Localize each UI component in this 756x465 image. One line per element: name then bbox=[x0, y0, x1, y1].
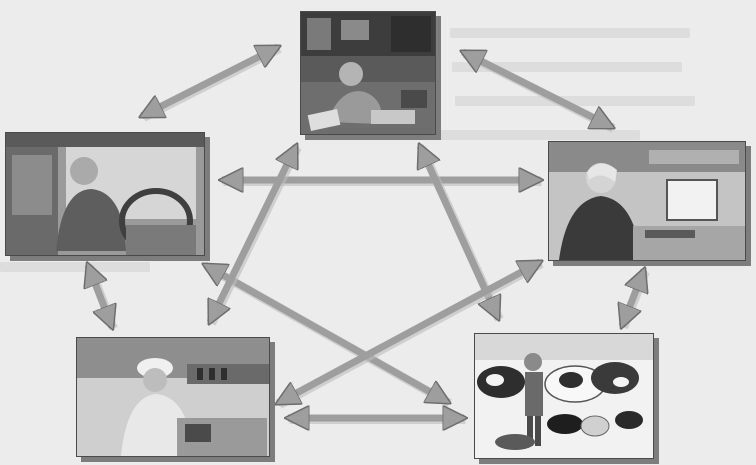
photo-lab-technician bbox=[76, 337, 270, 457]
farmer-with-cows-photo bbox=[475, 334, 653, 458]
truck-driver-photo bbox=[6, 133, 204, 255]
arrow-phone-operator-lab-technician bbox=[278, 258, 540, 407]
person-at-desk-photo bbox=[301, 12, 435, 134]
photo-office-worker bbox=[300, 11, 436, 135]
operator-at-computer-photo bbox=[549, 142, 745, 260]
photo-phone-operator bbox=[548, 141, 746, 261]
lab-technician-photo bbox=[77, 338, 269, 456]
arrow-truck-driver-lab-technician bbox=[88, 265, 112, 327]
arrow-phone-operator-dairy-farmer bbox=[622, 270, 644, 326]
arrow-office-worker-phone-operator bbox=[463, 48, 612, 131]
arrow-office-worker-truck-driver bbox=[142, 43, 278, 120]
arrows-layer bbox=[88, 43, 650, 420]
photo-dairy-farmer bbox=[474, 333, 654, 459]
arrow-office-worker-lab-technician bbox=[206, 146, 300, 322]
photo-truck-driver bbox=[5, 132, 205, 256]
